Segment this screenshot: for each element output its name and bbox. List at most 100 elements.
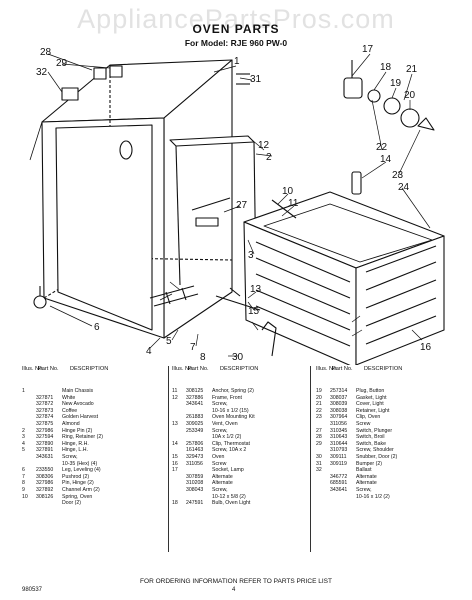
callout-label: 18	[380, 62, 392, 73]
callout-label: 23	[392, 170, 404, 181]
part-number-cell: 253349	[186, 427, 204, 434]
part-number-cell: 308039	[330, 401, 348, 408]
description-cell: Screw,	[356, 486, 372, 493]
table-header: Illus. No. Part No. DESCRIPTION	[316, 366, 456, 388]
part-number-cell: 685591	[330, 480, 348, 487]
table-row: 10-35 (Hex) (4)	[22, 461, 162, 468]
part-number-cell: 327594	[36, 434, 54, 441]
part-number-cell: 308126	[36, 493, 54, 500]
illus-cell: 16	[172, 460, 178, 467]
description-cell: Screw,	[212, 401, 228, 408]
callout-label: 31	[250, 74, 262, 85]
description-cell: Oven	[212, 453, 225, 460]
illus-cell: 7	[22, 473, 25, 480]
table-row: 29 310644 Switch, Bake	[316, 441, 456, 448]
header-description: DESCRIPTION	[220, 366, 259, 372]
callout-label: 19	[390, 78, 402, 89]
part-number-cell: 327874	[36, 414, 54, 421]
part-number-cell: 327891	[36, 447, 54, 454]
illus-cell: 23	[316, 414, 322, 421]
page-title: OVEN PARTS	[192, 22, 280, 36]
description-cell: Gasket, Light	[356, 394, 387, 401]
description-cell: Switch, Bake	[356, 440, 386, 447]
part-number-cell: 257806	[186, 440, 204, 447]
part-number-cell: 161463	[186, 447, 204, 454]
illus-cell: 15	[172, 453, 178, 460]
illus-cell: 11	[172, 388, 178, 394]
description-cell: Ballast	[356, 467, 372, 474]
description-cell: New Avocado	[62, 401, 94, 408]
callout-label: 32	[36, 67, 48, 78]
exploded-parts-diagram: 2829321311718211920221423241221011273131…	[29, 44, 445, 365]
callout-label: 3	[248, 250, 254, 261]
description-cell: Hinge, L.H.	[62, 447, 88, 454]
callout-label: 15	[248, 306, 260, 317]
description-cell: Screw	[356, 420, 371, 427]
header-part: Part No.	[332, 366, 353, 372]
description-cell: 10A x 1/2 (2)	[212, 434, 242, 441]
part-number-cell: 327875	[36, 420, 54, 427]
part-number-cell: 327873	[36, 407, 54, 414]
illus-cell: 14	[172, 440, 178, 447]
callout-label: 27	[236, 200, 248, 211]
header-illus: Illus. No.	[316, 366, 338, 372]
description-cell: Screw, Shoulder	[356, 447, 394, 454]
callout-label: 29	[56, 58, 68, 69]
description-cell: Screw	[212, 460, 227, 467]
description-cell: Alternate	[356, 480, 377, 487]
description-cell: Bulb, Oven Light	[212, 500, 251, 507]
description-cell: Alternate	[356, 473, 377, 480]
model-subtitle: For Model: RJE 960 PW-0	[184, 38, 288, 48]
illus-cell: 32	[316, 467, 322, 474]
main-chassis-drawing	[29, 59, 233, 339]
illus-cell: 27	[316, 427, 322, 434]
callout-label: 30	[232, 352, 244, 363]
description-cell: Oven Mounting Kit	[212, 414, 255, 421]
description-cell: Screw, 10A x 2	[212, 447, 247, 454]
illus-cell: 28	[316, 434, 322, 441]
description-cell: Alternate	[212, 480, 233, 487]
table-header: Illus. No. Part No. DESCRIPTION	[22, 366, 162, 388]
callout-label: 21	[406, 64, 418, 75]
description-cell: 10-35 (Hex) (4)	[62, 460, 98, 467]
description-cell: Anchor, Spring (2)	[212, 388, 254, 394]
illus-cell: 29	[316, 440, 322, 447]
illus-cell: 13	[172, 420, 178, 427]
header-part: Part No.	[188, 366, 209, 372]
description-cell: Pushrod (2)	[62, 473, 90, 480]
illus-cell: 30	[316, 453, 322, 460]
description-cell: Main Chassis	[62, 388, 94, 394]
description-cell: Hinge, R.H.	[62, 440, 89, 447]
description-cell: Ring, Retainer (2)	[62, 434, 103, 441]
description-cell: 10-12 x 5/8 (2)	[212, 493, 246, 500]
part-number-cell: 327892	[36, 486, 54, 493]
part-number-cell: 310644	[330, 440, 348, 447]
description-cell: 10-16 x 1/2 (2)	[356, 493, 390, 500]
